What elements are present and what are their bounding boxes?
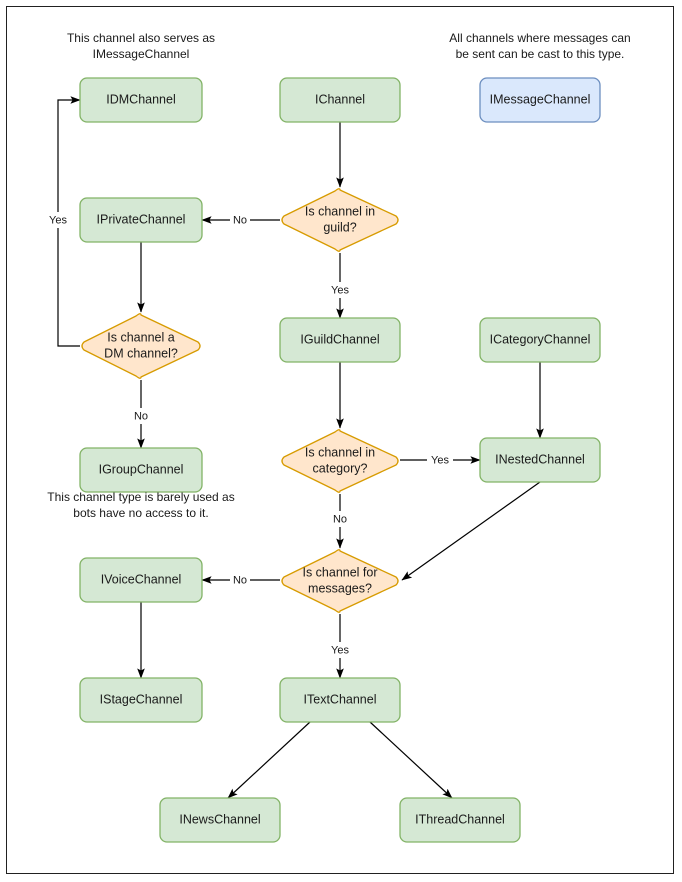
edge bbox=[369, 721, 453, 799]
edge-label-background bbox=[327, 642, 353, 658]
edge-label: Yes bbox=[331, 644, 349, 656]
node-shape-diamond bbox=[281, 429, 399, 493]
edge-label-background bbox=[230, 572, 250, 588]
edge-label-background bbox=[327, 282, 353, 298]
node-label: Is channel in bbox=[305, 445, 375, 459]
edge-label: No bbox=[233, 574, 247, 586]
note-line: IMessageChannel bbox=[93, 47, 190, 61]
node-imessagechannel[interactable]: IMessageChannel bbox=[479, 77, 601, 123]
edge: No bbox=[330, 494, 350, 549]
note-line: be sent can be cast to this type. bbox=[456, 47, 625, 61]
edge: No bbox=[131, 380, 151, 449]
edge-label-background bbox=[427, 452, 453, 468]
node-shape-box bbox=[79, 557, 203, 603]
node-label: DM channel? bbox=[104, 346, 178, 360]
edge-line bbox=[227, 721, 311, 799]
edge: Yes bbox=[400, 452, 481, 468]
edge: No bbox=[201, 212, 280, 228]
node-label: IMessageChannel bbox=[490, 92, 591, 106]
node-ivoicechannel[interactable]: IVoiceChannel bbox=[79, 557, 203, 603]
node-label: Is channel a bbox=[107, 330, 174, 344]
node-itextchannel[interactable]: ITextChannel bbox=[279, 677, 401, 723]
node-shape-diamond bbox=[281, 188, 399, 252]
node-is-channel-in-category[interactable]: Is channel in category? bbox=[281, 429, 399, 493]
node-shape-diamond bbox=[281, 549, 399, 613]
node-is-channel-for-messages[interactable]: Is channel for messages? bbox=[281, 549, 399, 613]
node-label: ICategoryChannel bbox=[490, 332, 591, 346]
node-shape-box bbox=[79, 447, 203, 493]
node-label: INewsChannel bbox=[179, 812, 260, 826]
node-shape-diamond bbox=[81, 313, 201, 379]
note-group: This channel type is barely used as bots … bbox=[47, 490, 234, 520]
node-iprivatechannel[interactable]: IPrivateChannel bbox=[79, 197, 203, 243]
edge-label-background bbox=[330, 511, 350, 527]
node-shape-box bbox=[399, 797, 521, 843]
note-line: All channels where messages can bbox=[449, 31, 630, 45]
node-ithreadchannel[interactable]: IThreadChannel bbox=[399, 797, 521, 843]
node-icategorychannel[interactable]: ICategoryChannel bbox=[479, 317, 601, 363]
node-label: IThreadChannel bbox=[415, 812, 505, 826]
node-shape-box bbox=[79, 197, 203, 243]
edge-label-background bbox=[131, 408, 151, 424]
node-is-channel-dm[interactable]: Is channel a DM channel? bbox=[81, 313, 201, 379]
node-label: guild? bbox=[323, 220, 356, 234]
edge-label-background bbox=[45, 212, 71, 228]
node-is-channel-in-guild[interactable]: Is channel in guild? bbox=[281, 188, 399, 252]
node-shape-box bbox=[159, 797, 281, 843]
node-label: IPrivateChannel bbox=[97, 212, 186, 226]
notes-layer: This channel also serves as IMessageChann… bbox=[47, 31, 630, 520]
note-dm: This channel also serves as IMessageChann… bbox=[67, 31, 215, 61]
edge-label: No bbox=[233, 214, 247, 226]
node-shape-box bbox=[79, 677, 203, 723]
node-label: IGuildChannel bbox=[300, 332, 379, 346]
node-label: Is channel in bbox=[305, 204, 375, 218]
edge: Yes bbox=[327, 253, 353, 319]
note-message: All channels where messages can be sent c… bbox=[449, 31, 630, 61]
note-line: This channel type is barely used as bbox=[47, 490, 234, 504]
node-ichannel[interactable]: IChannel bbox=[279, 77, 401, 123]
node-shape-box bbox=[279, 677, 401, 723]
node-label: messages? bbox=[308, 581, 372, 595]
edge-label: Yes bbox=[49, 214, 67, 226]
node-shape-box bbox=[279, 77, 401, 123]
nodes-layer: IDMChannel IChannel IMessageChannelIPrivat… bbox=[79, 77, 601, 843]
node-iguildchannel[interactable]: IGuildChannel bbox=[279, 317, 401, 363]
edge: Yes bbox=[327, 614, 353, 679]
edge-label: Yes bbox=[331, 284, 349, 296]
node-label: category? bbox=[313, 461, 368, 475]
node-inestedchannel[interactable]: INestedChannel bbox=[479, 437, 601, 483]
node-shape-box bbox=[479, 437, 601, 483]
edge: Yes bbox=[45, 96, 81, 347]
node-label: INestedChannel bbox=[495, 452, 585, 466]
node-istagechannel[interactable]: IStageChannel bbox=[79, 677, 203, 723]
node-inewschannel[interactable]: INewsChannel bbox=[159, 797, 281, 843]
note-line: bots have no access to it. bbox=[73, 506, 208, 520]
edge: No bbox=[201, 572, 280, 588]
edge-line bbox=[401, 481, 541, 581]
node-igroupchannel[interactable]: IGroupChannel bbox=[79, 447, 203, 493]
edge-label-background bbox=[230, 212, 250, 228]
node-label: IVoiceChannel bbox=[101, 572, 182, 586]
edge bbox=[227, 721, 311, 799]
node-label: IGroupChannel bbox=[99, 462, 184, 476]
node-label: ITextChannel bbox=[304, 692, 377, 706]
node-label: IDMChannel bbox=[106, 92, 175, 106]
edge-line bbox=[369, 721, 453, 799]
node-label: IChannel bbox=[315, 92, 365, 106]
node-shape-box bbox=[279, 317, 401, 363]
node-shape-box bbox=[479, 77, 601, 123]
node-label: Is channel for bbox=[302, 565, 377, 579]
edge bbox=[401, 481, 541, 581]
edge-label: Yes bbox=[431, 454, 449, 466]
note-line: This channel also serves as bbox=[67, 31, 215, 45]
node-idmchannel[interactable]: IDMChannel bbox=[79, 77, 203, 123]
edge-label: No bbox=[134, 410, 148, 422]
node-label: IStageChannel bbox=[100, 692, 183, 706]
node-shape-box bbox=[479, 317, 601, 363]
edge-label: No bbox=[333, 513, 347, 525]
node-shape-box bbox=[79, 77, 203, 123]
